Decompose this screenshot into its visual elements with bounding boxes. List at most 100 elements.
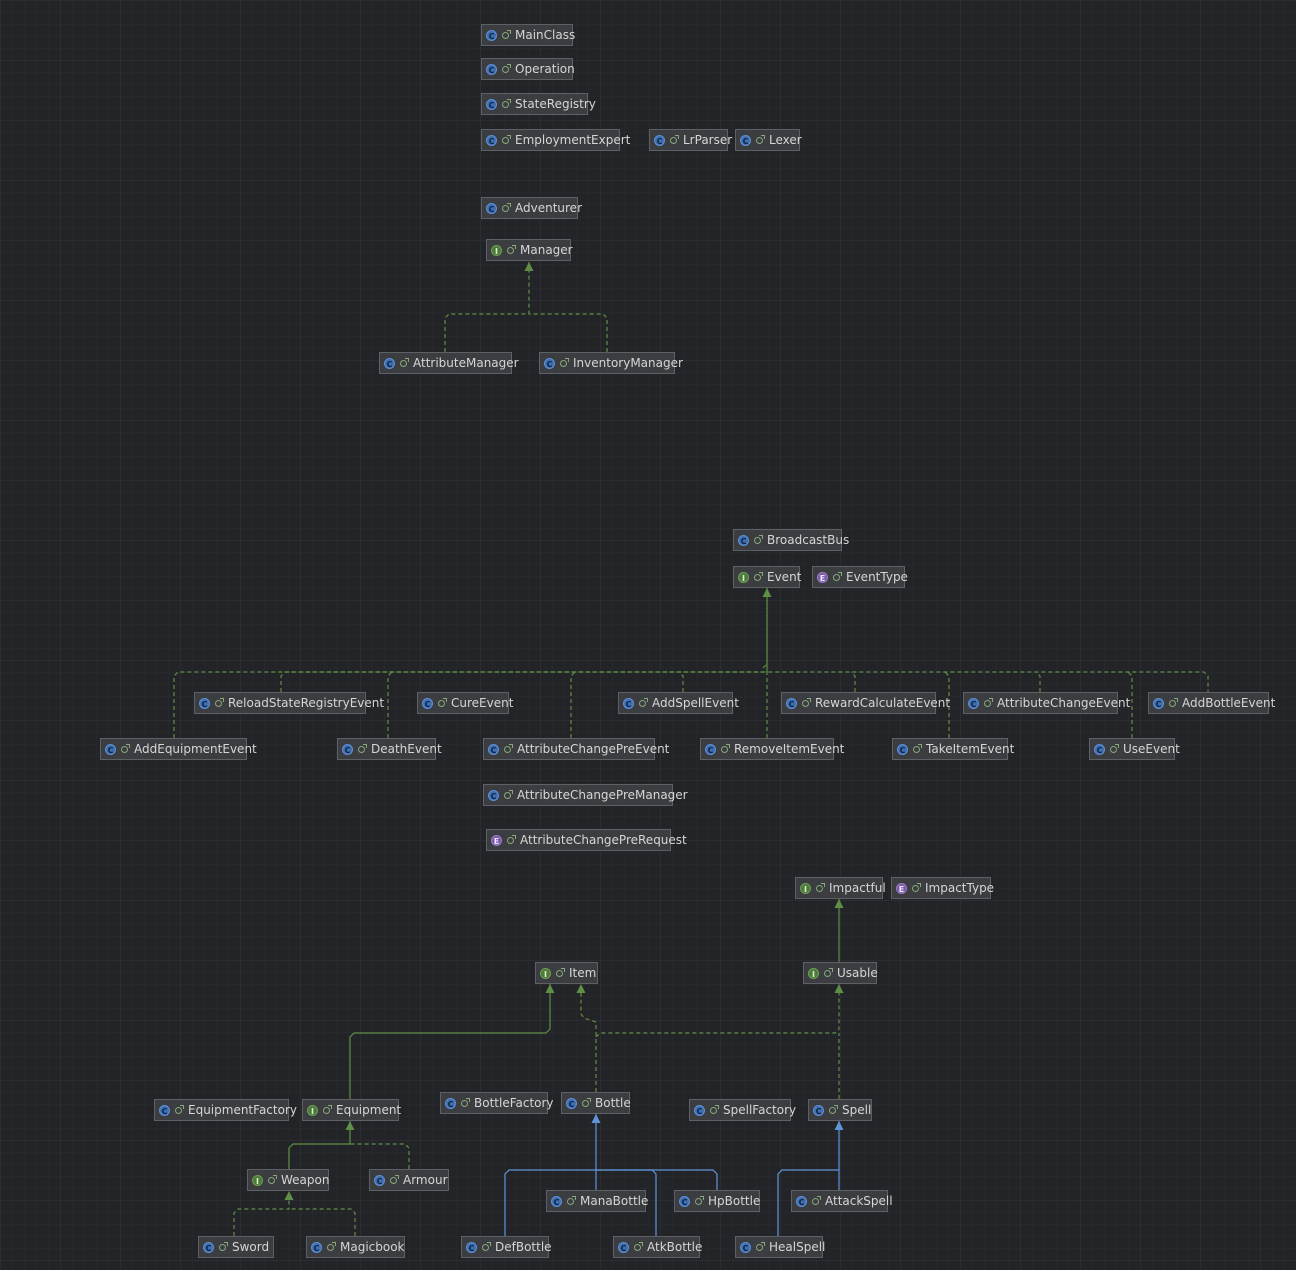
class-icon: C xyxy=(786,697,797,709)
node-label: Operation xyxy=(515,62,575,76)
node-label: BroadcastBus xyxy=(767,533,850,547)
node-bottle[interactable]: C Bottle xyxy=(561,1092,631,1114)
interface-icon: I xyxy=(491,244,502,256)
class-icon: C xyxy=(796,1195,807,1207)
node-atk-bottle[interactable]: C AtkBottle xyxy=(613,1236,703,1258)
class-icon: C xyxy=(1094,743,1105,755)
public-visibility-icon xyxy=(215,697,224,707)
node-label: Impactful xyxy=(829,881,886,895)
node-label: AtkBottle xyxy=(647,1240,703,1254)
arrowhead-bottle xyxy=(591,1114,601,1123)
edge-equipment-to-item xyxy=(349,984,551,1099)
node-label: UseEvent xyxy=(1123,742,1180,756)
class-icon: C xyxy=(342,743,353,755)
enum-icon: E xyxy=(817,571,828,583)
public-visibility-icon xyxy=(816,882,825,892)
edge-addspellevent-to-event xyxy=(570,671,576,738)
interface-icon: I xyxy=(738,571,749,583)
edge-attributechangeevent-to-event xyxy=(944,671,950,738)
class-icon: C xyxy=(311,1241,322,1253)
class-icon: C xyxy=(694,1104,705,1116)
node-use-event[interactable]: C UseEvent xyxy=(1089,738,1180,760)
node-label: HealSpell xyxy=(769,1240,826,1254)
node-label: CureEvent xyxy=(451,696,514,710)
class-icon: C xyxy=(1153,697,1164,709)
node-label: Spell xyxy=(842,1103,872,1117)
arrowhead-manager xyxy=(524,262,534,271)
node-spell-factory[interactable]: C SpellFactory xyxy=(689,1099,796,1121)
enum-icon: E xyxy=(896,882,907,894)
class-icon: C xyxy=(654,134,665,146)
edge-bottle-to-usable xyxy=(595,984,840,1038)
class-icon: C xyxy=(813,1104,824,1116)
node-label: Item xyxy=(569,966,597,980)
class-icon: C xyxy=(203,1241,214,1253)
arrowhead-item xyxy=(576,984,586,993)
public-visibility-icon xyxy=(502,202,511,212)
interface-icon: I xyxy=(540,967,551,979)
public-visibility-icon xyxy=(482,1241,491,1251)
node-label: InventoryManager xyxy=(573,356,683,370)
node-label: Lexer xyxy=(769,133,802,147)
node-item[interactable]: I Item xyxy=(535,962,598,984)
edge-removeitemevent-to-event xyxy=(850,671,856,692)
class-icon: C xyxy=(618,1241,629,1253)
public-visibility-icon xyxy=(756,134,765,144)
arrowhead-equipment xyxy=(345,1121,355,1130)
node-label: Bottle xyxy=(595,1096,631,1110)
class-icon: C xyxy=(968,697,979,709)
class-icon: C xyxy=(566,1097,577,1109)
node-label: Adventurer xyxy=(515,201,583,215)
node-label: AddBottleEvent xyxy=(1182,696,1276,710)
public-visibility-icon xyxy=(502,134,511,144)
node-add-bottle-event[interactable]: C AddBottleEvent xyxy=(1148,692,1275,714)
node-label: SpellFactory xyxy=(723,1103,797,1117)
class-icon: C xyxy=(705,743,716,755)
node-label: Usable xyxy=(837,966,878,980)
node-spell[interactable]: C Spell xyxy=(808,1099,872,1121)
node-label: HpBottle xyxy=(708,1194,761,1208)
edge-atkbottle-to-bottle xyxy=(596,1169,657,1236)
